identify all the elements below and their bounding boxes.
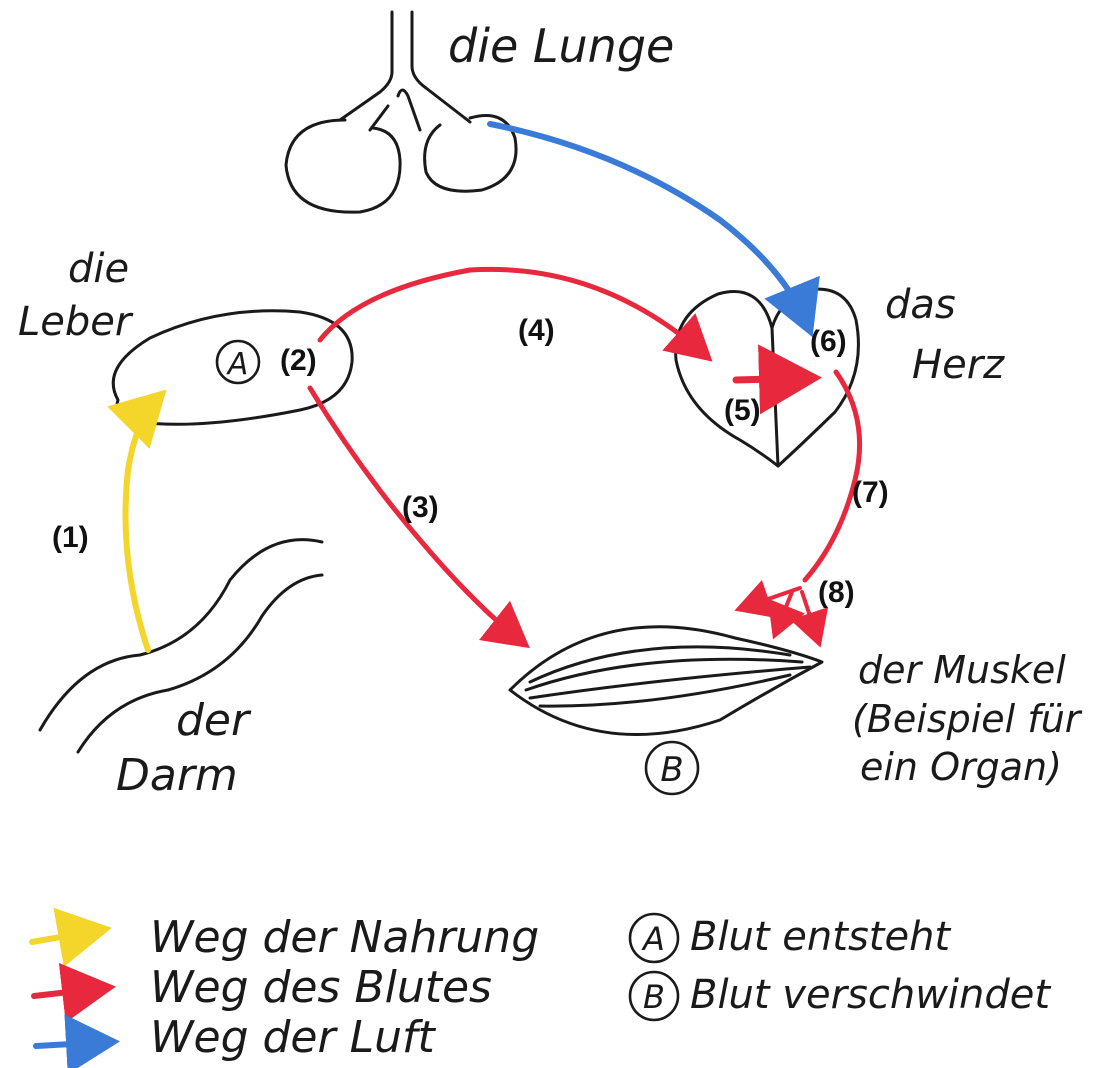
muscle-label-line2: (Beispiel für [852, 697, 1083, 741]
step-8-label: (8) [818, 576, 855, 609]
muscle-label-line1: der Muskel [858, 648, 1066, 692]
muscle-label-line3: ein Organ) [860, 745, 1062, 789]
legend: Weg der Nahrung Weg des Blutes Weg der L… [29, 907, 1051, 1068]
legend-air-text: Weg der Luft [150, 1012, 436, 1063]
step-3-label: (3) [402, 491, 439, 524]
legend-food-arrow [29, 907, 112, 967]
legend-food-text: Weg der Nahrung [150, 912, 539, 963]
air-arrow [487, 121, 820, 338]
step-5-label: (5) [724, 394, 761, 427]
blood-branch-right [790, 590, 829, 648]
legend-b-text: Blut verschwindet [690, 972, 1051, 1018]
liver-label-line2: Leber [18, 299, 134, 345]
legend-blood-arrow [31, 962, 116, 1023]
heart-label-line1: das [885, 282, 956, 328]
step-6-label: (6) [810, 325, 847, 358]
heart-label-line2: Herz [912, 342, 1005, 388]
lung-label: die Lunge [448, 19, 674, 73]
marker-b-letter: B [660, 750, 683, 790]
step-4-label: (4) [518, 314, 555, 347]
blood-branch-middle [767, 590, 805, 640]
legend-a-circle [628, 912, 680, 964]
blood-arrow-heart-chambers [732, 344, 822, 415]
step-7-label: (7) [852, 476, 889, 509]
blood-arrow-heart-to-muscle [802, 369, 863, 583]
food-arrow [107, 389, 167, 653]
intestine-label-line1: der [176, 695, 252, 746]
blood-arrow-liver-to-heart [317, 266, 713, 362]
marker-b: B [644, 740, 700, 796]
intestine-label-line2: Darm [116, 750, 238, 801]
legend-b-circle [628, 970, 680, 1022]
step-2-label: (2) [280, 344, 317, 377]
intestine-drawing [38, 538, 324, 754]
muscle-drawing [508, 625, 824, 737]
lung-drawing [284, 10, 518, 214]
legend-air-arrow [33, 1014, 120, 1068]
liver-label-line1: die [68, 246, 129, 292]
legend-blood-text: Weg des Blutes [150, 962, 492, 1013]
legend-a-text: Blut entsteht [690, 914, 951, 960]
marker-a-letter: A [226, 347, 249, 382]
marker-a: A [215, 339, 261, 385]
blood-arrow-liver-to-muscle [307, 385, 530, 649]
legend-a-marker: A [641, 920, 665, 958]
legend-b-marker: B [643, 978, 665, 1016]
step-1-label: (1) [52, 521, 89, 554]
